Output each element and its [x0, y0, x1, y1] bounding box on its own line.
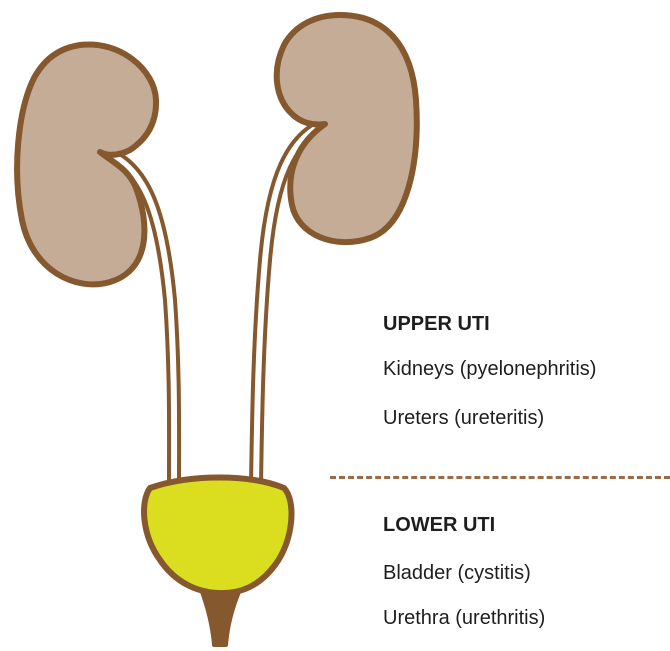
lower-uti-heading: LOWER UTI	[383, 513, 495, 537]
bladder	[144, 478, 291, 594]
upper-uti-item-kidneys: Kidneys (pyelonephritis)	[383, 357, 596, 381]
right-kidney	[277, 15, 417, 242]
upper-uti-item-ureters: Ureters (ureteritis)	[383, 406, 544, 430]
lower-uti-item-bladder: Bladder (cystitis)	[383, 561, 531, 585]
upper-uti-heading: UPPER UTI	[383, 312, 490, 336]
lower-uti-item-urethra: Urethra (urethritis)	[383, 606, 545, 630]
upper-lower-divider	[330, 476, 670, 479]
